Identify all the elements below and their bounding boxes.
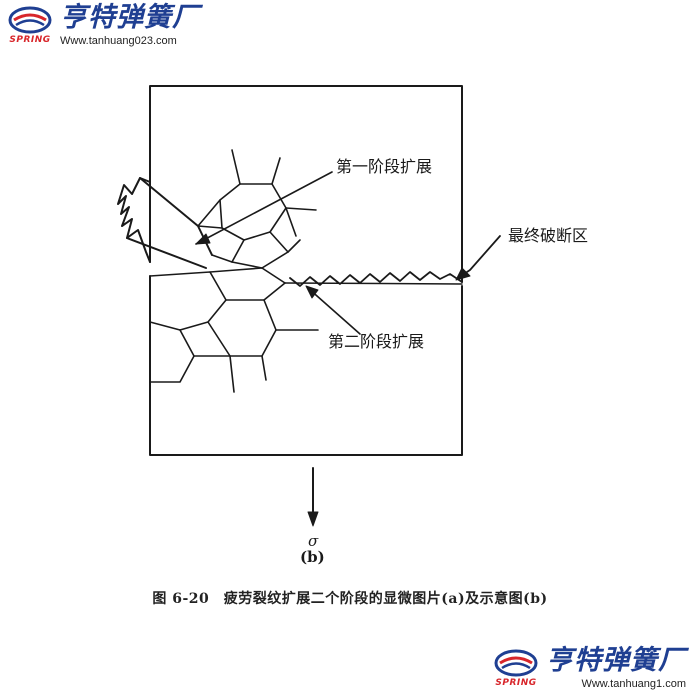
panel-label: (b) — [300, 548, 325, 566]
label-stage1: 第一阶段扩展 — [336, 157, 432, 176]
logo-spring-text: SPRING — [9, 35, 51, 45]
leader-arrow-stage2 — [305, 285, 319, 299]
logo-brand-name: 亨特弹簧厂 — [546, 645, 686, 676]
grain-network-lower — [149, 267, 319, 393]
leader-line-stage2 — [307, 287, 361, 335]
sigma-arrow-head — [307, 511, 319, 527]
figure-caption: 图 6-20 疲劳裂纹扩展二个阶段的显微图片(a)及示意图(b) — [152, 591, 548, 607]
watermark-logo-top: SPRING 亨特弹簧厂 Www.tanhuang023.com — [8, 4, 200, 47]
spring-logo-icon: SPRING — [8, 6, 52, 45]
leader-arrow-final — [455, 267, 471, 281]
logo-url: Www.tanhuang1.com — [581, 678, 686, 690]
grain-network-upper — [197, 149, 317, 269]
leader-arrow-stage1 — [195, 233, 211, 245]
logo-spring-text: SPRING — [495, 678, 537, 688]
logo-brand-name: 亨特弹簧厂 — [60, 2, 200, 33]
specimen-outline-bottom — [149, 275, 463, 456]
notch-inner-line-2 — [126, 237, 207, 269]
spring-logo-icon: SPRING — [494, 649, 538, 688]
label-final-fracture: 最终破断区 — [508, 226, 588, 245]
notch-jagged-edge — [117, 177, 151, 263]
logo-url: Www.tanhuang023.com — [60, 35, 177, 47]
leader-line-stage1 — [195, 171, 333, 245]
specimen-outline-top — [149, 85, 463, 283]
stage2-crack-baseline — [284, 282, 463, 285]
watermark-logo-bottom: SPRING 亨特弹簧厂 Www.tanhuang1.com — [494, 647, 686, 690]
label-stage2: 第二阶段扩展 — [328, 332, 424, 351]
sigma-symbol: σ — [308, 532, 319, 550]
